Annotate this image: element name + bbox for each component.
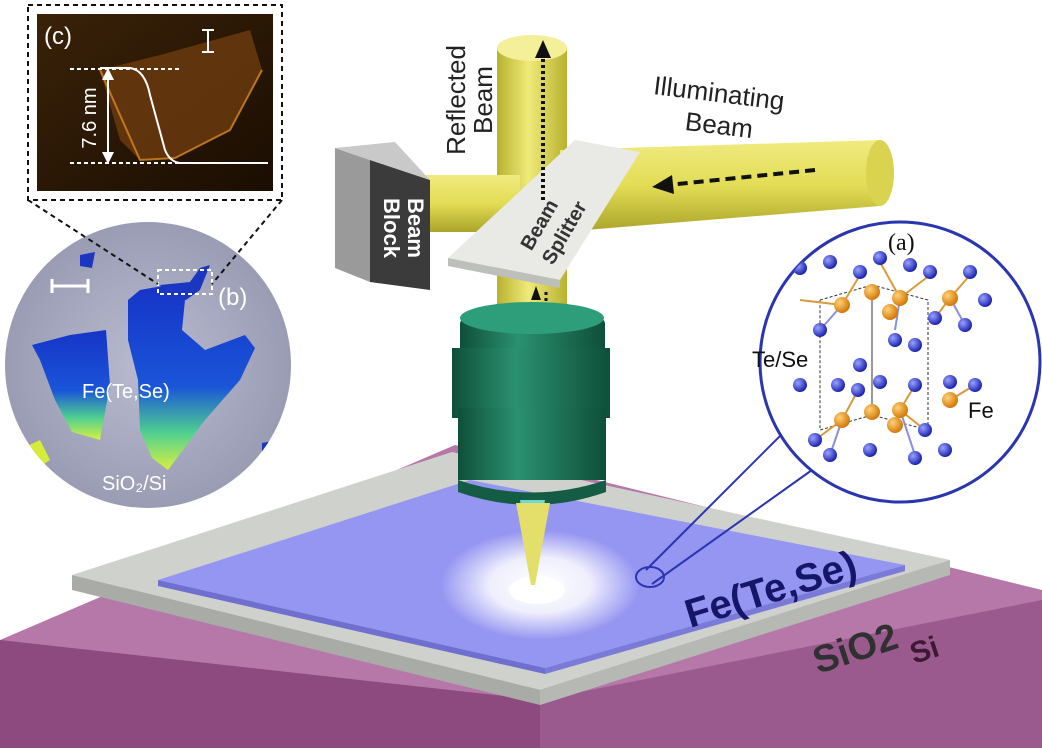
illuminating-beam [560,140,880,232]
si-substrate-front-left [0,640,540,748]
panel-b-tag: (b) [218,284,247,311]
crystal-lattice [793,251,992,465]
objective-lens [452,302,610,585]
sio2-layer-edge-right [540,560,950,705]
panel-a-tese-label: Te/Se [752,347,808,372]
afm-flake-edge [99,69,263,162]
beam-block-label-line1: Beam [403,198,428,258]
probe-spot [635,566,665,588]
afm-height-arrow-bottom [102,152,114,164]
beam-block-top [335,142,430,180]
substrate-stack: Fe(Te,Se) SiO2 Si [0,445,1042,748]
fetese-sample-edge-right [545,565,905,674]
beam-splitter-edge [448,258,560,288]
beam-block-side [335,148,370,282]
sio2-layer-edge-left [72,575,540,705]
illuminating-arrow [667,168,816,187]
illuminating-arrowhead [652,175,674,194]
panel-a-fe-label: Fe [968,398,994,423]
panel-b: (b) Fe(Te,Se) SiO₂/Si [5,222,291,508]
reflected-beam-label-line2: Beam [468,66,498,134]
crystal-structure-inset [758,220,1042,504]
afm-height-arrow-top [102,68,114,80]
panel-a-tag: (a) [888,230,915,256]
flake-top-sliver [160,265,210,300]
fetese-sample-edge [158,580,545,674]
up-arrowhead [531,286,541,300]
panel-b-substrate-label: SiO₂/Si [102,473,166,495]
afm-height-label: 7.6 nm [79,87,101,148]
zoom-line-a-top [645,425,791,571]
panel-c-tag: (c) [44,23,72,50]
illuminating-beam-label-line2: Beam [684,106,755,144]
flake-speck-1 [80,252,95,268]
panel-b-zoom-box [157,269,213,295]
afm-flake [100,30,262,160]
flake-small [32,330,110,440]
optical-setup: Beam Block Beam Splitter Reflected Beam … [335,35,894,585]
flake-large [128,285,255,470]
beam-block-label-line2: Block [379,198,404,259]
panel-b-flake-label: Fe(Te,Se) [82,381,170,403]
zoom-line-c-right [211,199,283,285]
reflected-arrowhead [535,40,551,58]
panel-c: 7.6 nm (c) [27,4,283,285]
illuminating-beam-end [866,140,894,206]
afm-height-profile [100,67,268,164]
light-spot-core [509,576,565,604]
reflected-beam-label-line1: Reflected [441,45,471,155]
beam-block-front [370,160,430,290]
reflected-beam-end [497,35,567,61]
si-substrate-front-right [540,600,1042,748]
zoom-line-a-bottom [651,469,813,585]
objective-tip [516,503,550,585]
zoom-line-c-left [27,199,159,285]
panel-a: (a) Te/Se Fe [635,220,1042,588]
beam-splitter [448,140,640,280]
